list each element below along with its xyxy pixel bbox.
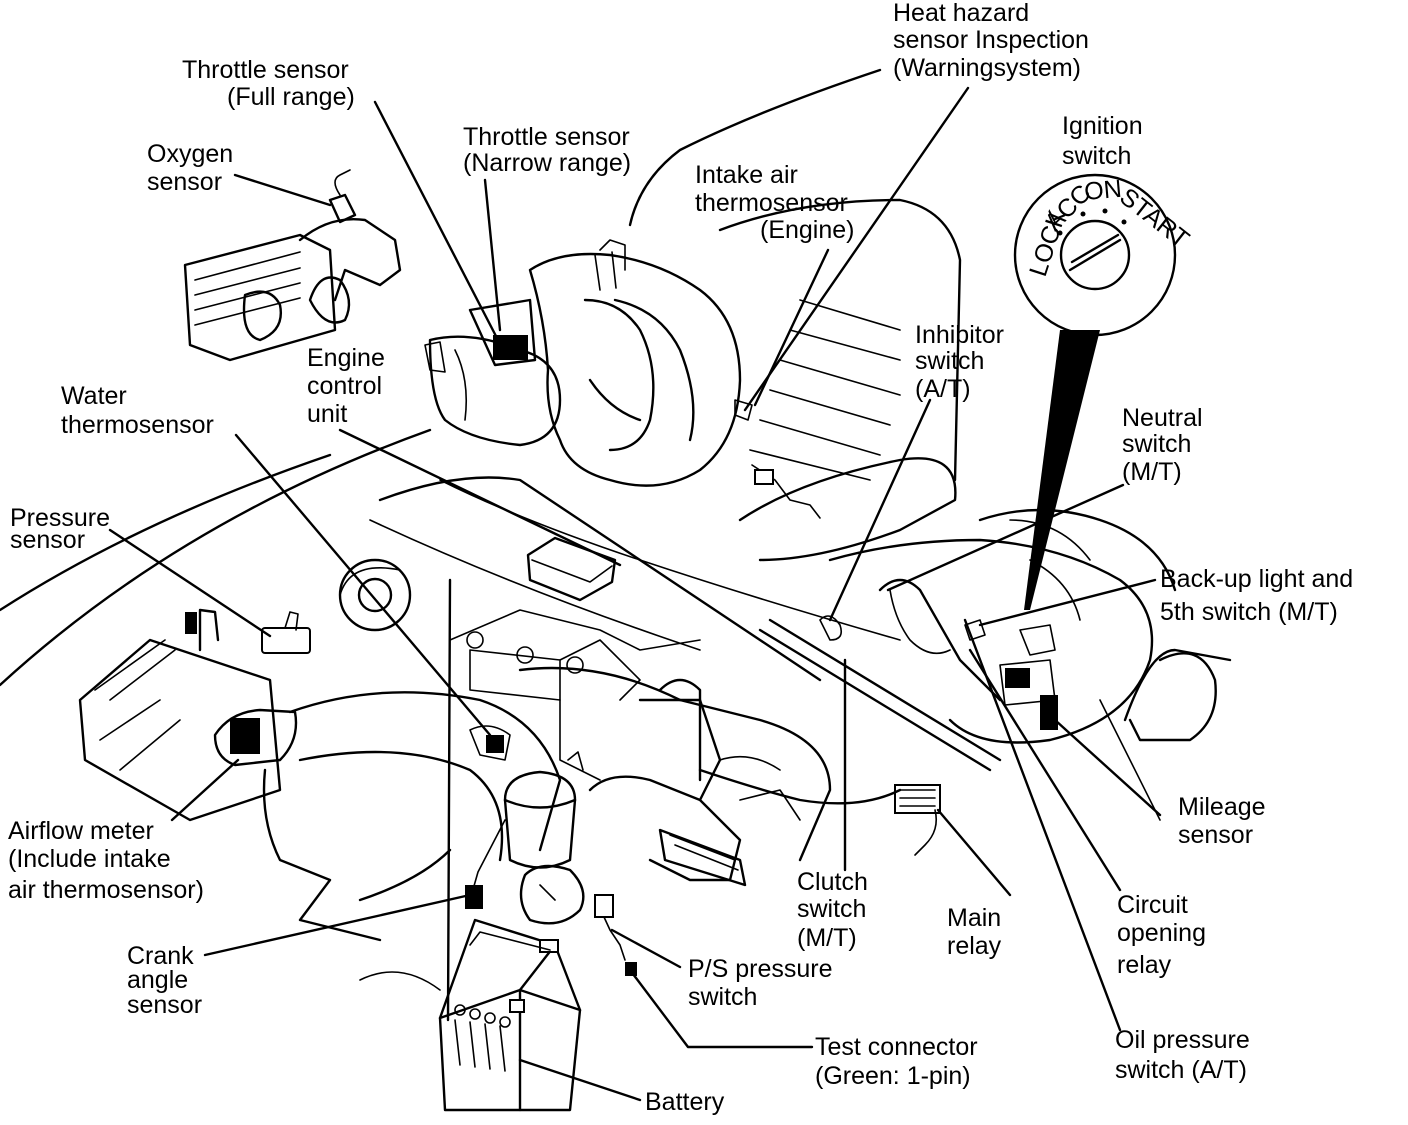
clutch-line3: (M/T) <box>797 924 857 952</box>
inhibitor-line1: Inhibitor <box>915 321 1004 349</box>
airflow-line2: (Include intake <box>8 845 171 873</box>
crank-line1: Crank <box>127 942 194 970</box>
throttle-full-line1: Throttle sensor <box>182 56 349 84</box>
airflow-line3: air thermosensor) <box>8 876 204 904</box>
label-water: Water thermosensor <box>61 382 214 439</box>
label-crank: Crank angle sensor <box>127 942 202 1019</box>
labels: Heat hazard sensor Inspection (Warningsy… <box>8 0 1353 1116</box>
main-relay-line1: Main <box>947 904 1001 932</box>
ps-bracket <box>588 775 747 976</box>
test-connector-line2: (Green: 1-pin) <box>815 1062 971 1090</box>
crank-line3: sensor <box>127 991 202 1019</box>
test-connector-line1: Test connector <box>815 1033 978 1061</box>
ignition-line1: Ignition <box>1062 112 1143 140</box>
exhaust-manifold-inset <box>183 169 402 362</box>
label-circuit-relay: Circuit opening relay <box>1117 891 1206 979</box>
label-pressure: Pressure sensor <box>10 504 110 554</box>
oil-pressure-line2: switch (A/T) <box>1115 1056 1247 1084</box>
label-inhibitor: Inhibitor switch (A/T) <box>915 321 1004 403</box>
ecu-body <box>526 536 617 602</box>
backup-line1: Back-up light and <box>1160 565 1353 593</box>
label-test-connector: Test connector (Green: 1-pin) <box>815 1033 978 1090</box>
label-clutch: Clutch switch (M/T) <box>797 868 868 952</box>
clutch-line2: switch <box>797 895 866 923</box>
label-backup: Back-up light and 5th switch (M/T) <box>1160 565 1353 626</box>
circuit-relay-line3: relay <box>1117 951 1172 979</box>
oxygen-line2: sensor <box>147 168 222 196</box>
label-engine-ecu: Engine control unit <box>307 344 385 428</box>
crank-line2: angle <box>127 966 188 994</box>
mileage-line1: Mileage <box>1178 793 1266 821</box>
distributor <box>465 751 585 925</box>
engine-drawing: LOCK ACC ON START <box>0 169 1232 1112</box>
inhibitor-line2: switch <box>915 347 984 375</box>
leader-lines <box>108 68 1162 1102</box>
transmission <box>698 508 1217 856</box>
intake-air-line2: thermosensor <box>695 189 848 217</box>
water-line2: thermosensor <box>61 411 214 439</box>
ecu-line1: Engine <box>307 344 385 372</box>
label-mileage: Mileage sensor <box>1178 793 1266 849</box>
label-heat-hazard: Heat hazard sensor Inspection (Warningsy… <box>893 0 1089 82</box>
main-relay-line2: relay <box>947 932 1002 960</box>
ecu-line3: unit <box>307 400 347 428</box>
circuit-relay-line2: opening <box>1117 919 1206 947</box>
strut-tower <box>338 558 511 761</box>
pressure-line1: Pressure <box>10 504 110 532</box>
circuit-relay-line1: Circuit <box>1117 891 1188 919</box>
engine-block <box>378 198 962 862</box>
label-neutral: Neutral switch (M/T) <box>1122 404 1203 486</box>
heat-hazard-line3: (Warningsystem) <box>893 54 1081 82</box>
neutral-line1: Neutral <box>1122 404 1203 432</box>
clutch-line1: Clutch <box>797 868 868 896</box>
intake-plenum <box>424 239 821 519</box>
heat-hazard-line2: sensor Inspection <box>893 26 1089 54</box>
heat-hazard-line1: Heat hazard <box>893 0 1029 27</box>
battery-line1: Battery <box>645 1088 725 1116</box>
mileage-line2: sensor <box>1178 821 1253 849</box>
ignition-switch-dial: LOCK ACC ON START <box>1013 173 1194 610</box>
air-cleaner <box>78 608 562 942</box>
ignition-line2: switch <box>1062 142 1131 170</box>
throttle-narrow-line1: Throttle sensor <box>463 123 630 151</box>
label-ps-switch: P/S pressure switch <box>688 955 833 1011</box>
label-airflow: Airflow meter (Include intake air thermo… <box>8 817 204 904</box>
label-main-relay: Main relay <box>947 904 1002 960</box>
throttle-full-line2: (Full range) <box>227 83 355 111</box>
label-battery: Battery <box>645 1088 725 1116</box>
label-oil-pressure: Oil pressure switch (A/T) <box>1115 1026 1250 1084</box>
pressure-sensor-body <box>261 627 311 654</box>
label-ignition: Ignition switch <box>1062 112 1143 170</box>
label-intake-air: Intake air thermosensor (Engine) <box>695 161 855 244</box>
throttle-narrow-line2: (Narrow range) <box>463 149 631 177</box>
label-throttle-narrow: Throttle sensor (Narrow range) <box>463 123 631 177</box>
oxygen-line1: Oxygen <box>147 140 233 168</box>
neutral-line3: (M/T) <box>1122 458 1182 486</box>
airflow-line1: Airflow meter <box>8 817 154 845</box>
pressure-line2: sensor <box>10 526 85 554</box>
ignition-on-text: ON <box>1083 175 1123 206</box>
intake-air-line3: (Engine) <box>760 216 855 244</box>
intake-air-line1: Intake air <box>695 161 798 189</box>
ps-line1: P/S pressure <box>688 955 833 983</box>
neutral-line2: switch <box>1122 430 1191 458</box>
water-line1: Water <box>61 382 127 410</box>
label-throttle-full: Throttle sensor (Full range) <box>182 56 355 111</box>
ps-line2: switch <box>688 983 757 1011</box>
label-oxygen: Oxygen sensor <box>147 140 233 196</box>
oil-pressure-line1: Oil pressure <box>1115 1026 1250 1054</box>
ecu-line2: control <box>307 372 382 400</box>
inhibitor-line3: (A/T) <box>915 375 971 403</box>
backup-line2: 5th switch (M/T) <box>1160 598 1338 626</box>
battery-body <box>359 918 582 1112</box>
